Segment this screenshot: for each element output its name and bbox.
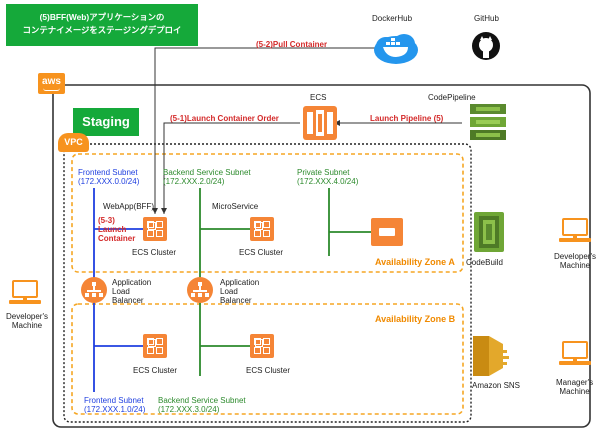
ecs-cluster-webapp-b-label: ECS Cluster <box>133 366 178 375</box>
step-launch-container: (5-3) Launch Container <box>98 216 136 244</box>
ecs-cluster-webapp-a-label: ECS Cluster <box>132 248 177 257</box>
availability-zone-b-boundary <box>71 303 464 415</box>
codepipeline-label: CodePipeline <box>428 93 476 102</box>
vpc-boundary <box>63 143 472 423</box>
amazon-sns-label: Amazon SNS <box>472 381 521 390</box>
ecs-service-icon <box>303 106 337 140</box>
github-label: GitHub <box>474 14 499 23</box>
title-banner: (5)BFF(Web)アプリケーションの コンテナイメージをステージングデプロイ <box>6 4 198 46</box>
github-icon <box>472 32 500 60</box>
manager-machine-label: Manager's Machine <box>556 378 594 397</box>
ecs-cluster-micro-b <box>250 334 274 358</box>
load-balancer-backend-label: Application Load Balancer <box>220 278 260 306</box>
private-resource-icon <box>371 218 403 246</box>
availability-zone-a-label: Availability Zone A <box>375 257 455 267</box>
step-launch-container-order: (5-1)Launch Container Order <box>170 114 279 123</box>
webapp-bff-label: WebApp(BFF) <box>103 202 154 211</box>
staging-label: Staging <box>73 108 139 136</box>
backend-subnet-a-label: Backend Service Subnet (172.XXX.2.0/24) <box>163 168 251 187</box>
ecs-cluster-webapp-b <box>143 334 167 358</box>
availability-zone-a-boundary <box>71 153 464 273</box>
ecs-label: ECS <box>310 93 327 102</box>
availability-zone-b-label: Availability Zone B <box>375 314 456 324</box>
aws-logo: aws <box>38 73 65 94</box>
ecs-cluster-micro-b-label: ECS Cluster <box>246 366 291 375</box>
load-balancer-frontend-label: Application Load Balancer <box>112 278 152 306</box>
load-balancer-backend-icon <box>187 277 213 303</box>
ecs-cluster-webapp-a <box>143 217 167 241</box>
ecs-cluster-micro-a-label: ECS Cluster <box>239 248 284 257</box>
backend-subnet-b-label: Backend Service Subnet (172.XXX.3.0/24) <box>158 396 246 415</box>
dockerhub-label: DockerHub <box>372 14 413 23</box>
microservice-label: MicroService <box>212 202 259 211</box>
vpc-badge: VPC <box>58 133 89 152</box>
codebuild-icon <box>474 212 504 252</box>
developer-machine-right-label: Developer's Machine <box>554 252 596 271</box>
developer-machine-left-label: Developer's Machine <box>6 312 48 331</box>
ecs-cluster-micro-a <box>250 217 274 241</box>
aws-cloud-boundary <box>52 84 591 428</box>
step-launch-pipeline: Launch Pipeline (5) <box>370 114 444 123</box>
step-pull-container: (5-2)Pull Container <box>256 40 328 49</box>
frontend-subnet-a-label: Frontend Subnet (172.XXX.0.0/24) <box>78 168 140 187</box>
dockerhub-icon <box>374 34 418 64</box>
private-subnet-a-label: Private Subnet (172.XXX.4.0/24) <box>297 168 359 187</box>
load-balancer-frontend-icon <box>81 277 107 303</box>
frontend-subnet-b-label: Frontend Subnet (172.XXX.1.0/24) <box>84 396 146 415</box>
codepipeline-icon <box>470 104 506 140</box>
codebuild-label: CodeBuild <box>466 258 503 267</box>
amazon-sns-icon <box>473 336 509 376</box>
